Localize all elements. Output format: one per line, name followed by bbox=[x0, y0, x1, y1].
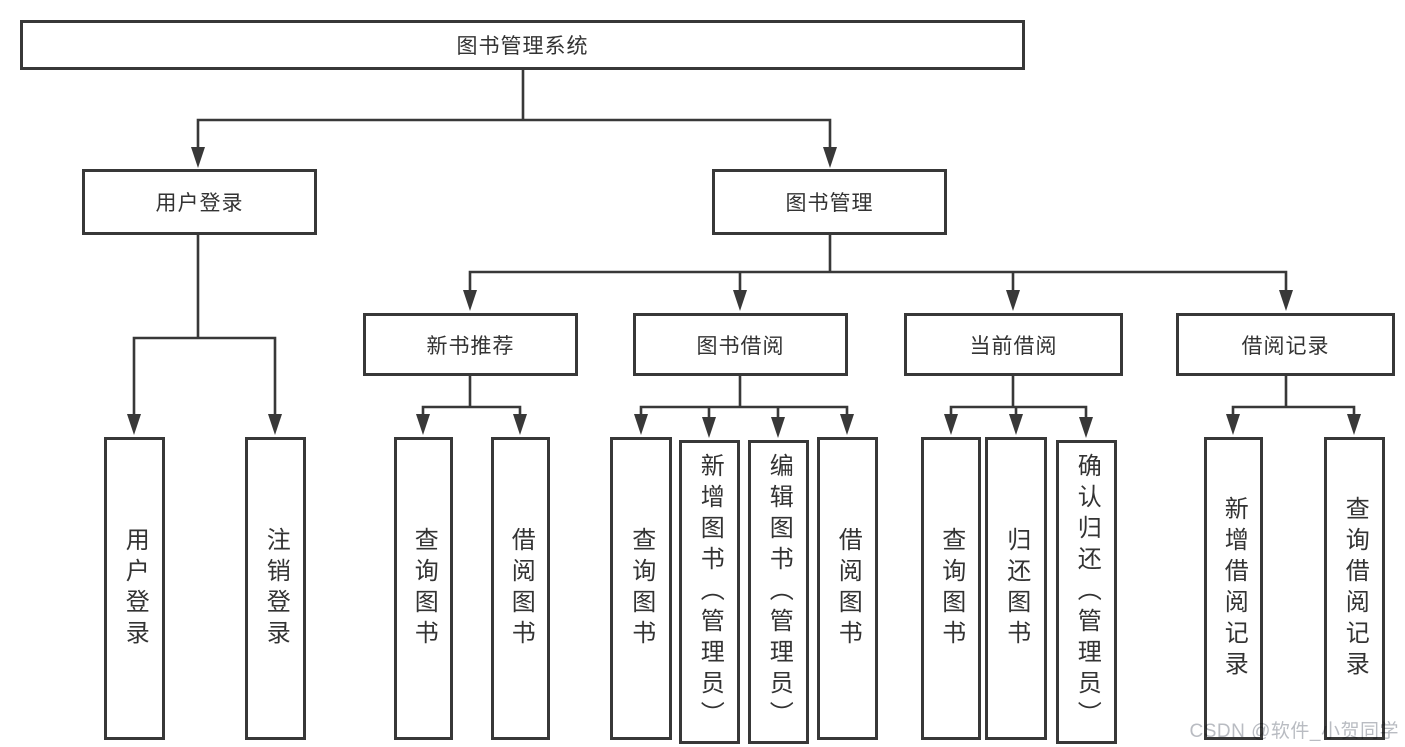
arrow-down-icon bbox=[416, 414, 430, 435]
leaf-borrow-borrow-books: 借阅图书 bbox=[817, 437, 878, 740]
leaf-logout-label: 注销登录 bbox=[262, 526, 290, 651]
leaf-borrow-query-books: 查询图书 bbox=[610, 437, 672, 740]
leaf-user-login-label: 用户登录 bbox=[121, 526, 149, 651]
arrow-down-icon bbox=[634, 414, 648, 435]
node-root-label: 图书管理系统 bbox=[456, 35, 589, 58]
arrow-down-icon bbox=[840, 414, 854, 435]
arrow-down-icon bbox=[1279, 290, 1293, 311]
leaf-newbooks-query-books: 查询图书 bbox=[394, 437, 453, 740]
node-current-borrow-label: 当前借阅 bbox=[969, 334, 1058, 358]
leaf-newbooks-query-books-label: 查询图书 bbox=[410, 526, 438, 651]
leaf-records-query-record: 查询借阅记录 bbox=[1324, 437, 1385, 740]
leaf-user-login: 用户登录 bbox=[104, 437, 165, 740]
arrow-down-icon bbox=[702, 417, 716, 438]
node-book-borrow-label: 图书借阅 bbox=[696, 334, 785, 358]
node-user-login-label: 用户登录 bbox=[155, 192, 244, 215]
leaf-logout: 注销登录 bbox=[245, 437, 306, 740]
connector-userlogin-to-leaves bbox=[132, 234, 277, 418]
arrow-down-icon bbox=[1079, 417, 1093, 438]
leaf-newbooks-borrow-books-label: 借阅图书 bbox=[507, 526, 535, 651]
leaf-current-confirm-return-admin-label: 确认归还（管理员） bbox=[1073, 452, 1101, 732]
connector-root-to-level2 bbox=[196, 69, 832, 150]
arrow-down-icon bbox=[191, 147, 205, 168]
leaf-records-query-record-label: 查询借阅记录 bbox=[1341, 495, 1369, 682]
node-book-management-label: 图书管理 bbox=[785, 192, 874, 215]
leaf-current-return-books: 归还图书 bbox=[985, 437, 1047, 740]
arrow-down-icon bbox=[1347, 414, 1361, 435]
arrow-down-icon bbox=[944, 414, 958, 435]
leaf-borrow-add-books-admin: 新增图书（管理员） bbox=[679, 440, 740, 744]
leaf-borrow-edit-books-admin: 编辑图书（管理员） bbox=[748, 440, 809, 744]
connector-records-to-leaves bbox=[1231, 375, 1356, 418]
node-borrow-records: 借阅记录 bbox=[1176, 313, 1395, 376]
arrow-down-icon bbox=[1009, 414, 1023, 435]
watermark: CSDN @软件_小贺同学 bbox=[1189, 721, 1399, 742]
leaf-current-query-books: 查询图书 bbox=[921, 437, 981, 740]
connector-bookmgmt-to-level3 bbox=[468, 234, 1288, 293]
leaf-borrow-borrow-books-label: 借阅图书 bbox=[834, 526, 862, 651]
node-user-login: 用户登录 bbox=[82, 169, 317, 235]
leaf-borrow-query-books-label: 查询图书 bbox=[627, 526, 655, 651]
node-borrow-records-label: 借阅记录 bbox=[1241, 334, 1330, 358]
node-current-borrow: 当前借阅 bbox=[904, 313, 1123, 376]
arrow-down-icon bbox=[127, 414, 141, 435]
leaf-current-confirm-return-admin: 确认归还（管理员） bbox=[1056, 440, 1117, 744]
arrow-down-icon bbox=[1006, 290, 1020, 311]
arrow-down-icon bbox=[463, 290, 477, 311]
leaf-borrow-add-books-admin-label: 新增图书（管理员） bbox=[696, 452, 724, 732]
connector-bookborrow-to-leaves bbox=[639, 375, 849, 421]
leaf-current-return-books-label: 归还图书 bbox=[1002, 526, 1030, 651]
leaf-records-add-record-label: 新增借阅记录 bbox=[1220, 495, 1248, 682]
connector-newbooks-to-leaves bbox=[421, 375, 522, 418]
node-new-book-recommend-label: 新书推荐 bbox=[426, 334, 515, 358]
leaf-records-add-record: 新增借阅记录 bbox=[1204, 437, 1263, 740]
node-book-borrow: 图书借阅 bbox=[633, 313, 848, 376]
arrow-down-icon bbox=[733, 290, 747, 311]
node-new-book-recommend: 新书推荐 bbox=[363, 313, 578, 376]
arrow-down-icon bbox=[1226, 414, 1240, 435]
connector-currentborrow-to-leaves bbox=[949, 375, 1088, 421]
leaf-newbooks-borrow-books: 借阅图书 bbox=[491, 437, 550, 740]
node-book-management: 图书管理 bbox=[712, 169, 947, 235]
arrow-down-icon bbox=[823, 147, 837, 168]
leaf-current-query-books-label: 查询图书 bbox=[937, 526, 965, 651]
arrow-down-icon bbox=[268, 414, 282, 435]
arrow-down-icon bbox=[513, 414, 527, 435]
leaf-borrow-edit-books-admin-label: 编辑图书（管理员） bbox=[765, 452, 793, 732]
arrow-down-icon bbox=[771, 417, 785, 438]
node-root: 图书管理系统 bbox=[20, 20, 1025, 70]
